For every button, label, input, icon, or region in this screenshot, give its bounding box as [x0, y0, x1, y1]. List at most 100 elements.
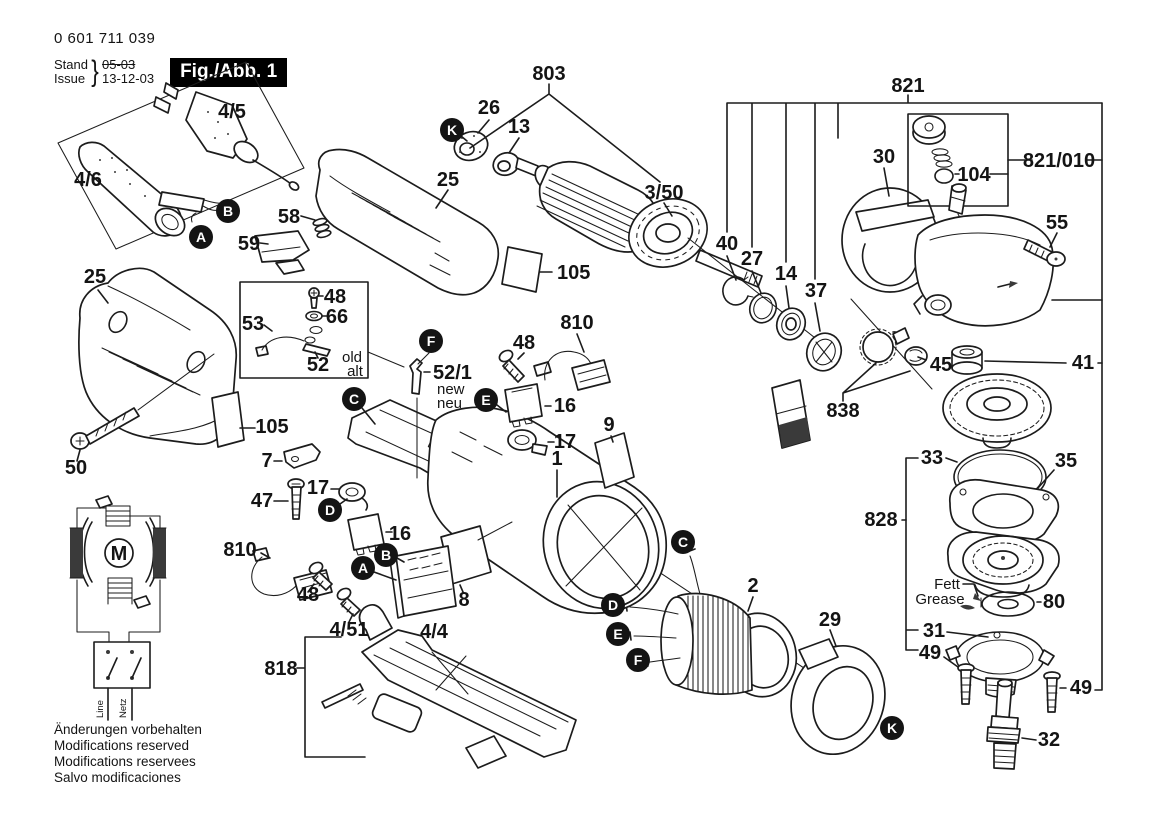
leader-lines: [76, 119, 1103, 741]
svg-text:F: F: [634, 652, 643, 668]
part-labels: 4/5 4/6 58 59 25 105 803 26 13 3/50 40 2…: [65, 63, 1095, 751]
note-neu: neu: [437, 395, 462, 412]
part-label-818: 818: [264, 658, 297, 680]
badge-k-bottom: K: [880, 716, 904, 740]
badge-d-stator: D: [601, 593, 625, 617]
part-label-4-51: 4/51: [330, 619, 369, 641]
part-label-48-left: 48: [297, 584, 319, 606]
part-label-25-top: 25: [437, 169, 459, 191]
motor-symbol: M: [111, 543, 128, 565]
part-label-40: 40: [716, 233, 738, 255]
part-label-17-mid: 17: [554, 431, 576, 453]
part-label-9: 9: [603, 414, 614, 436]
part-label-48-box: 48: [324, 286, 346, 308]
svg-text:K: K: [887, 720, 897, 736]
svg-text:B: B: [223, 203, 233, 219]
line-label: Line: [95, 700, 106, 718]
part-label-803: 803: [532, 63, 565, 85]
latch-spring-drawing: [254, 217, 332, 275]
svg-text:A: A: [358, 560, 368, 576]
figure-label: Fig./Abb. 1: [170, 57, 288, 87]
part-label-16-left: 16: [389, 523, 411, 545]
part-label-14: 14: [775, 263, 798, 285]
part-label-13: 13: [508, 116, 530, 138]
badge-f-clip: F: [419, 329, 443, 353]
switch-parts-upper: [498, 349, 611, 456]
part-label-3-50: 3/50: [645, 182, 684, 204]
gear-head-drawing: [841, 113, 1066, 770]
part-label-105-top: 105: [557, 262, 590, 284]
part-label-26: 26: [478, 97, 500, 119]
part-label-8: 8: [458, 589, 469, 611]
note-old: old: [342, 349, 362, 366]
part-label-810-left: 810: [223, 539, 256, 561]
part-label-7: 7: [261, 450, 272, 472]
part-label-52: 52: [307, 354, 329, 376]
badge-d-left: D: [318, 498, 342, 522]
part-label-35: 35: [1055, 450, 1077, 472]
note-alt: alt: [347, 363, 364, 380]
badge-b-cord: B: [216, 199, 240, 223]
badge-c-tray: C: [342, 387, 366, 411]
part-label-821-010: 821/010: [1023, 150, 1095, 172]
part-label-17-left: 17: [307, 477, 329, 499]
svg-text:C: C: [349, 391, 359, 407]
badge-a-switch: A: [351, 556, 375, 580]
svg-text:F: F: [427, 333, 436, 349]
part-label-80: 80: [1043, 591, 1065, 613]
modifications-notice: Änderungen vorbehalten Modifications res…: [54, 722, 202, 785]
svg-text:K: K: [447, 122, 457, 138]
part-label-30: 30: [873, 146, 895, 168]
armature-drawing: [453, 130, 839, 357]
badge-c-stator: C: [671, 530, 695, 554]
part-label-52-1: 52/1: [433, 362, 472, 384]
part-label-838: 838: [826, 400, 859, 422]
badge-a-cord: A: [189, 225, 213, 249]
part-label-41: 41: [1072, 352, 1094, 374]
note-new: new: [437, 381, 465, 398]
part-label-58: 58: [278, 206, 300, 228]
part-label-810-top: 810: [560, 312, 593, 334]
part-label-4-6: 4/6: [74, 169, 102, 191]
part-label-55: 55: [1046, 212, 1068, 234]
part-label-66: 66: [326, 306, 348, 328]
old-date: 05-03: [102, 57, 136, 72]
part-label-31: 31: [923, 620, 945, 642]
type-number: 0 601 711 039: [54, 30, 156, 47]
svg-text:E: E: [481, 392, 490, 408]
part-label-821: 821: [891, 75, 924, 97]
cord-set-drawing: [57, 61, 305, 250]
part-label-49-left: 49: [919, 642, 941, 664]
bearing-rings-drawing: [722, 276, 843, 449]
badge-f-stator: F: [626, 648, 650, 672]
stand-issue-label: Stand Issue: [54, 57, 88, 86]
stator-drawing: [599, 532, 886, 756]
part-label-53: 53: [242, 313, 264, 335]
revision-dates: 05-03 13-12-03: [102, 58, 154, 86]
part-label-32: 32: [1038, 729, 1060, 751]
svg-text:B: B: [381, 547, 391, 563]
part-label-4-4: 4/4: [420, 621, 449, 643]
part-label-27: 27: [741, 248, 763, 270]
part-label-104: 104: [957, 164, 991, 186]
old-version-parts-box: [239, 281, 405, 379]
svg-text:D: D: [608, 597, 618, 613]
svg-text:E: E: [613, 626, 622, 642]
brace-glyph: }: [91, 55, 99, 88]
part-label-1: 1: [551, 448, 562, 470]
clip-drawing: [409, 352, 430, 395]
part-label-37: 37: [805, 280, 827, 302]
part-label-47: 47: [251, 490, 273, 512]
housing-cover-drawing: [70, 267, 245, 450]
badge-e-upper: E: [474, 388, 498, 412]
part-label-48-mid: 48: [513, 332, 535, 354]
part-label-50: 50: [65, 457, 87, 479]
reference-badges: K B A F C E D B A C D E F K: [189, 118, 904, 740]
part-label-29: 29: [819, 609, 841, 631]
upper-housing-drawing: [315, 148, 543, 296]
motor-circuit-schematic: M Line Netz: [69, 495, 167, 721]
title-block: 0 601 711 039 Stand Issue } 05-03 13-12-…: [54, 30, 288, 89]
netz-label: Netz: [118, 698, 129, 718]
